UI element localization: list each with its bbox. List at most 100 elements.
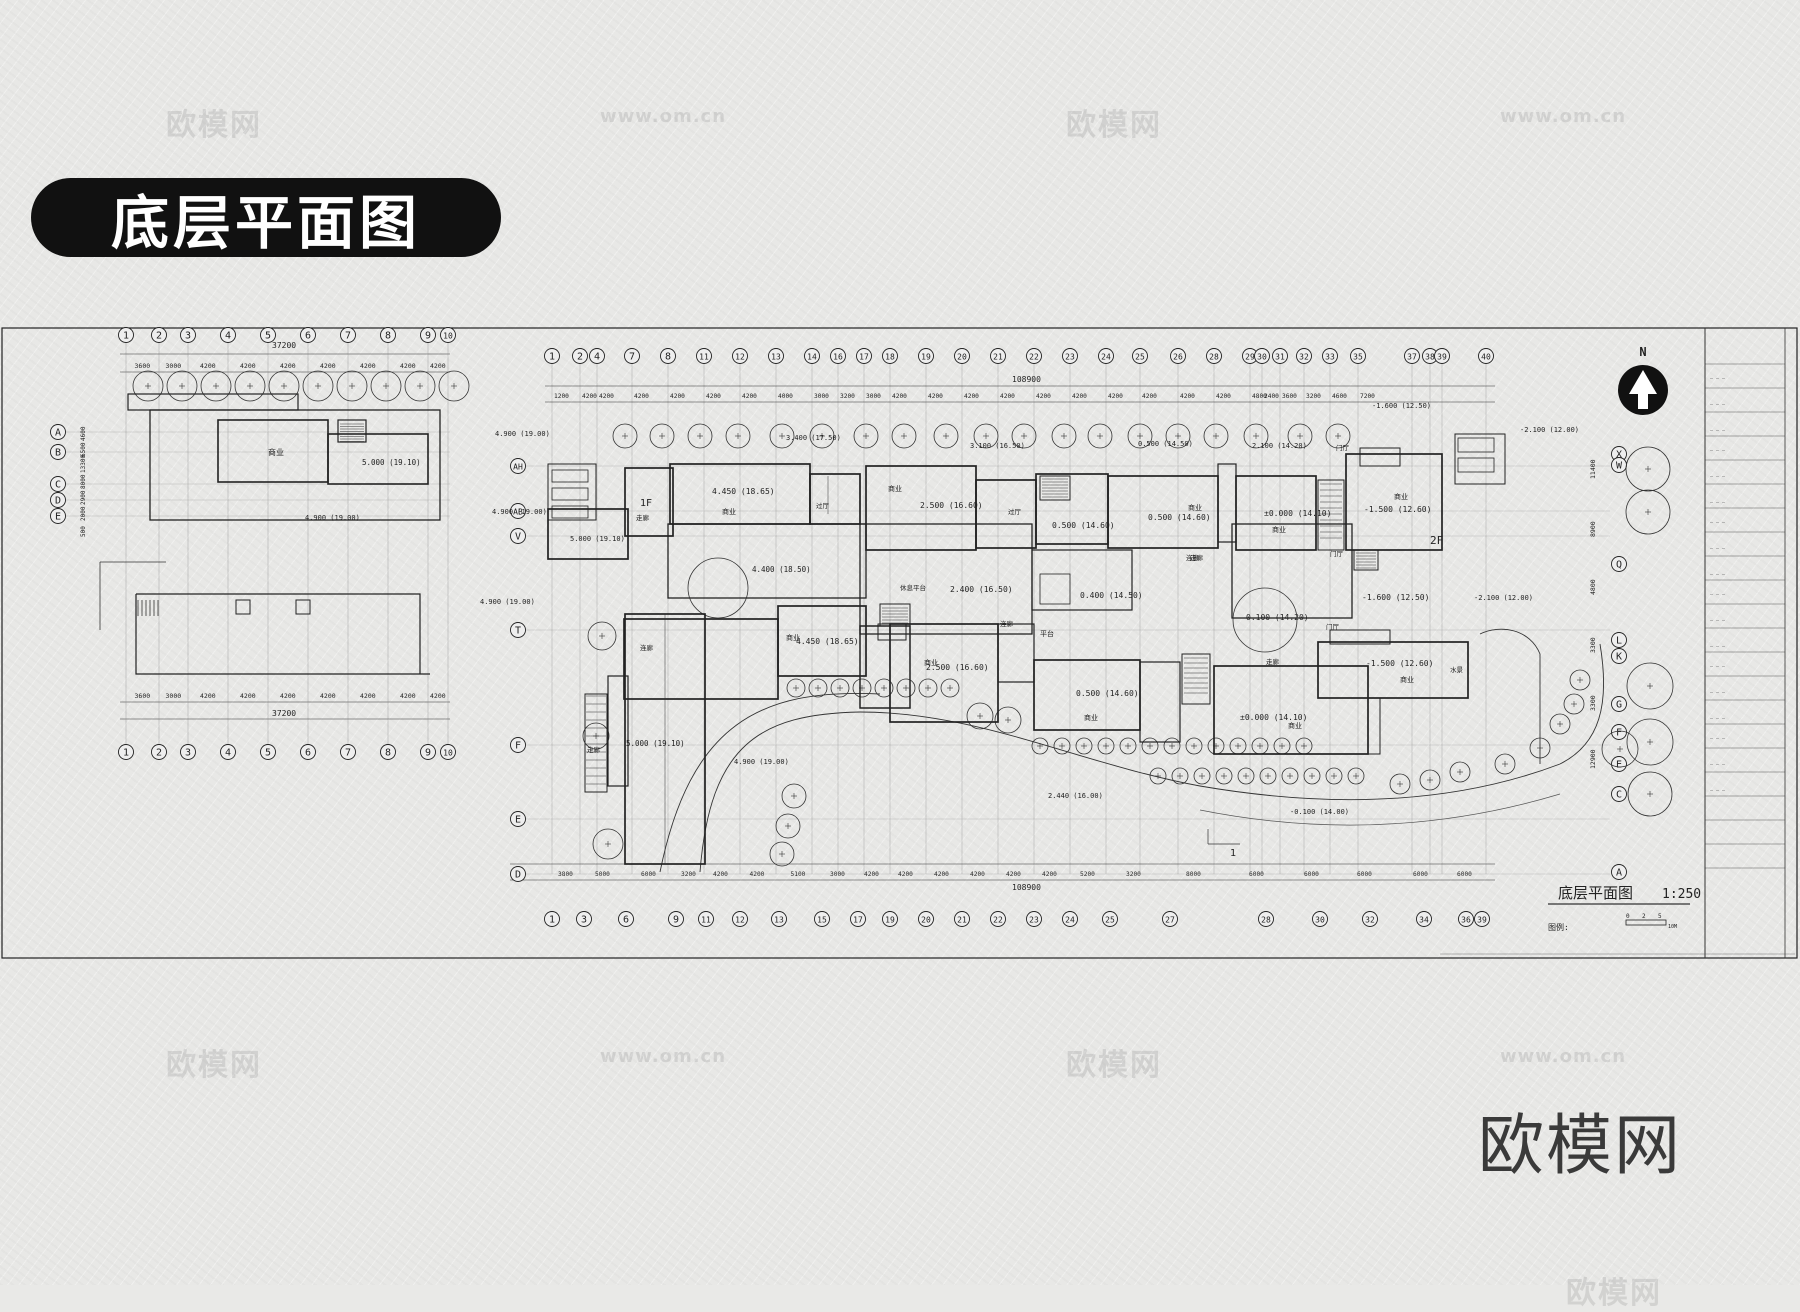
grid-bubble-top (954, 348, 970, 364)
elevation-label: 4.900 (19.00) (305, 514, 360, 522)
grid-label: 36 (1461, 916, 1471, 925)
round-tree-feature (687, 557, 749, 619)
grid-bubble-top (624, 348, 640, 364)
tree-symbol (1626, 662, 1674, 710)
tree-symbol (1051, 423, 1077, 449)
drive-curve (1479, 628, 1541, 764)
title-block-text: — — — (1710, 664, 1726, 670)
grid-label: 12 (735, 916, 745, 925)
grid-label: D (55, 496, 61, 507)
grid-label: 12 (735, 353, 745, 362)
dimension-text: 4200 (400, 362, 416, 370)
grid-bubble-left (510, 528, 526, 544)
grid-label: 3 (581, 915, 587, 926)
tree-symbol (1149, 767, 1167, 785)
room-label: 门厅 (1336, 443, 1350, 452)
commercial-room (327, 433, 429, 485)
tree-symbol (336, 370, 368, 402)
grid-label: 11 (701, 916, 711, 925)
dimension-text: 4200 (970, 871, 985, 878)
grid-bubble-top (804, 348, 820, 364)
dimension-text: 6000 (1357, 871, 1372, 878)
floor-plan-drawing: — — —— — —— — —— — —— — —— — —— — —— — —… (1, 327, 1798, 959)
grid-bubble-top (830, 348, 846, 364)
grid-label: 2 (156, 331, 162, 342)
dimension-text: 4200 (898, 871, 913, 878)
grid-bubble-bottom (1162, 911, 1178, 927)
room-label: 商业 (268, 447, 284, 457)
dimension-text: 3200 (1126, 871, 1141, 878)
title-badge: 底层平面图 (31, 178, 501, 257)
tree-symbol (166, 370, 198, 402)
room-label: 门厅 (1330, 549, 1344, 558)
title-block-text: — — — (1710, 690, 1726, 696)
dimension-text: 4200 (1042, 871, 1057, 878)
grid-label: 9 (425, 331, 431, 342)
scale-bar-tick: 10M (1668, 924, 1677, 930)
dimension-text: 4200 (1108, 393, 1123, 400)
grid-label: Q (1616, 560, 1622, 571)
tree-symbol (302, 370, 334, 402)
elevation-label: 5.000 (19.10) (626, 739, 685, 748)
grid-bubble-left-bottom (151, 744, 167, 760)
grid-bubble-top (1434, 348, 1450, 364)
grid-label: 21 (993, 353, 1003, 362)
dimension-text: 6500 (80, 442, 87, 457)
room-entrance (624, 467, 674, 537)
grid-bubble-left (510, 503, 526, 519)
room-label: 走廊 (587, 745, 601, 754)
dimension-text: 4200 (934, 871, 949, 878)
title-block-text: — — — (1710, 402, 1726, 408)
grid-bubble-left-bottom (440, 744, 456, 760)
elevation-label: 2.500 (16.60) (920, 501, 983, 510)
scale-bar-tick: 5 (1658, 913, 1662, 920)
grid-label: AB (513, 508, 523, 517)
round-tree-feature (1232, 587, 1298, 653)
elevation-label: 0.500 (14.50) (1138, 440, 1193, 448)
room-label: 商业 (786, 633, 800, 642)
tree-symbol (1494, 753, 1516, 775)
tree-symbol (1601, 730, 1639, 768)
legend-label: 图例: (1548, 922, 1569, 932)
grid-bubble-top (1350, 348, 1366, 364)
tree-symbol (725, 423, 751, 449)
dimension-text: 4200 (964, 393, 979, 400)
grid-bubble-left-bottom (220, 744, 236, 760)
grid-label: 22 (993, 916, 1003, 925)
dimension-text: 4200 (200, 692, 216, 700)
dimension-text: 4200 (280, 692, 296, 700)
tree-symbol (1303, 767, 1321, 785)
grid-bubble-right (1611, 556, 1627, 572)
tree-symbol (200, 370, 232, 402)
grid-label: 15 (817, 916, 827, 925)
grid-bubble-left-row (50, 508, 66, 524)
car-icon (551, 505, 589, 519)
elevation-label: 4.450 (18.65) (712, 487, 775, 496)
grid-label: 6 (623, 915, 629, 926)
section-marker: 1 (1230, 848, 1236, 859)
room-entrance (1329, 629, 1391, 645)
dimension-text: 4200 (582, 393, 597, 400)
grid-label: 30 (1257, 353, 1267, 362)
grid-label: 7 (629, 352, 635, 363)
stair (337, 419, 367, 443)
elevation-label: -2.100 (12.00) (1474, 594, 1533, 602)
dimension-text: 4200 (864, 871, 879, 878)
grid-label: 40 (1481, 353, 1491, 362)
title-block-text: — — — (1710, 716, 1726, 722)
grid-bubble-left (510, 737, 526, 753)
tree-symbol (1163, 737, 1181, 755)
sheet-frame (1, 327, 1798, 959)
grid-label: X (1616, 450, 1622, 461)
car-icon (1457, 457, 1495, 473)
grid-bubble-bottom (576, 911, 592, 927)
grid-label: 4 (225, 748, 231, 759)
room-label: 连廊 (640, 643, 654, 652)
elevation-label: 0.400 (14.50) (1080, 591, 1143, 600)
grid-bubble-top (660, 348, 676, 364)
dimension-text: 7200 (1360, 393, 1375, 400)
tree-symbol (1281, 767, 1299, 785)
grid-label: K (1616, 652, 1622, 663)
grid-label: V (515, 532, 521, 543)
elevation-label: 0.500 (14.60) (1148, 513, 1211, 522)
